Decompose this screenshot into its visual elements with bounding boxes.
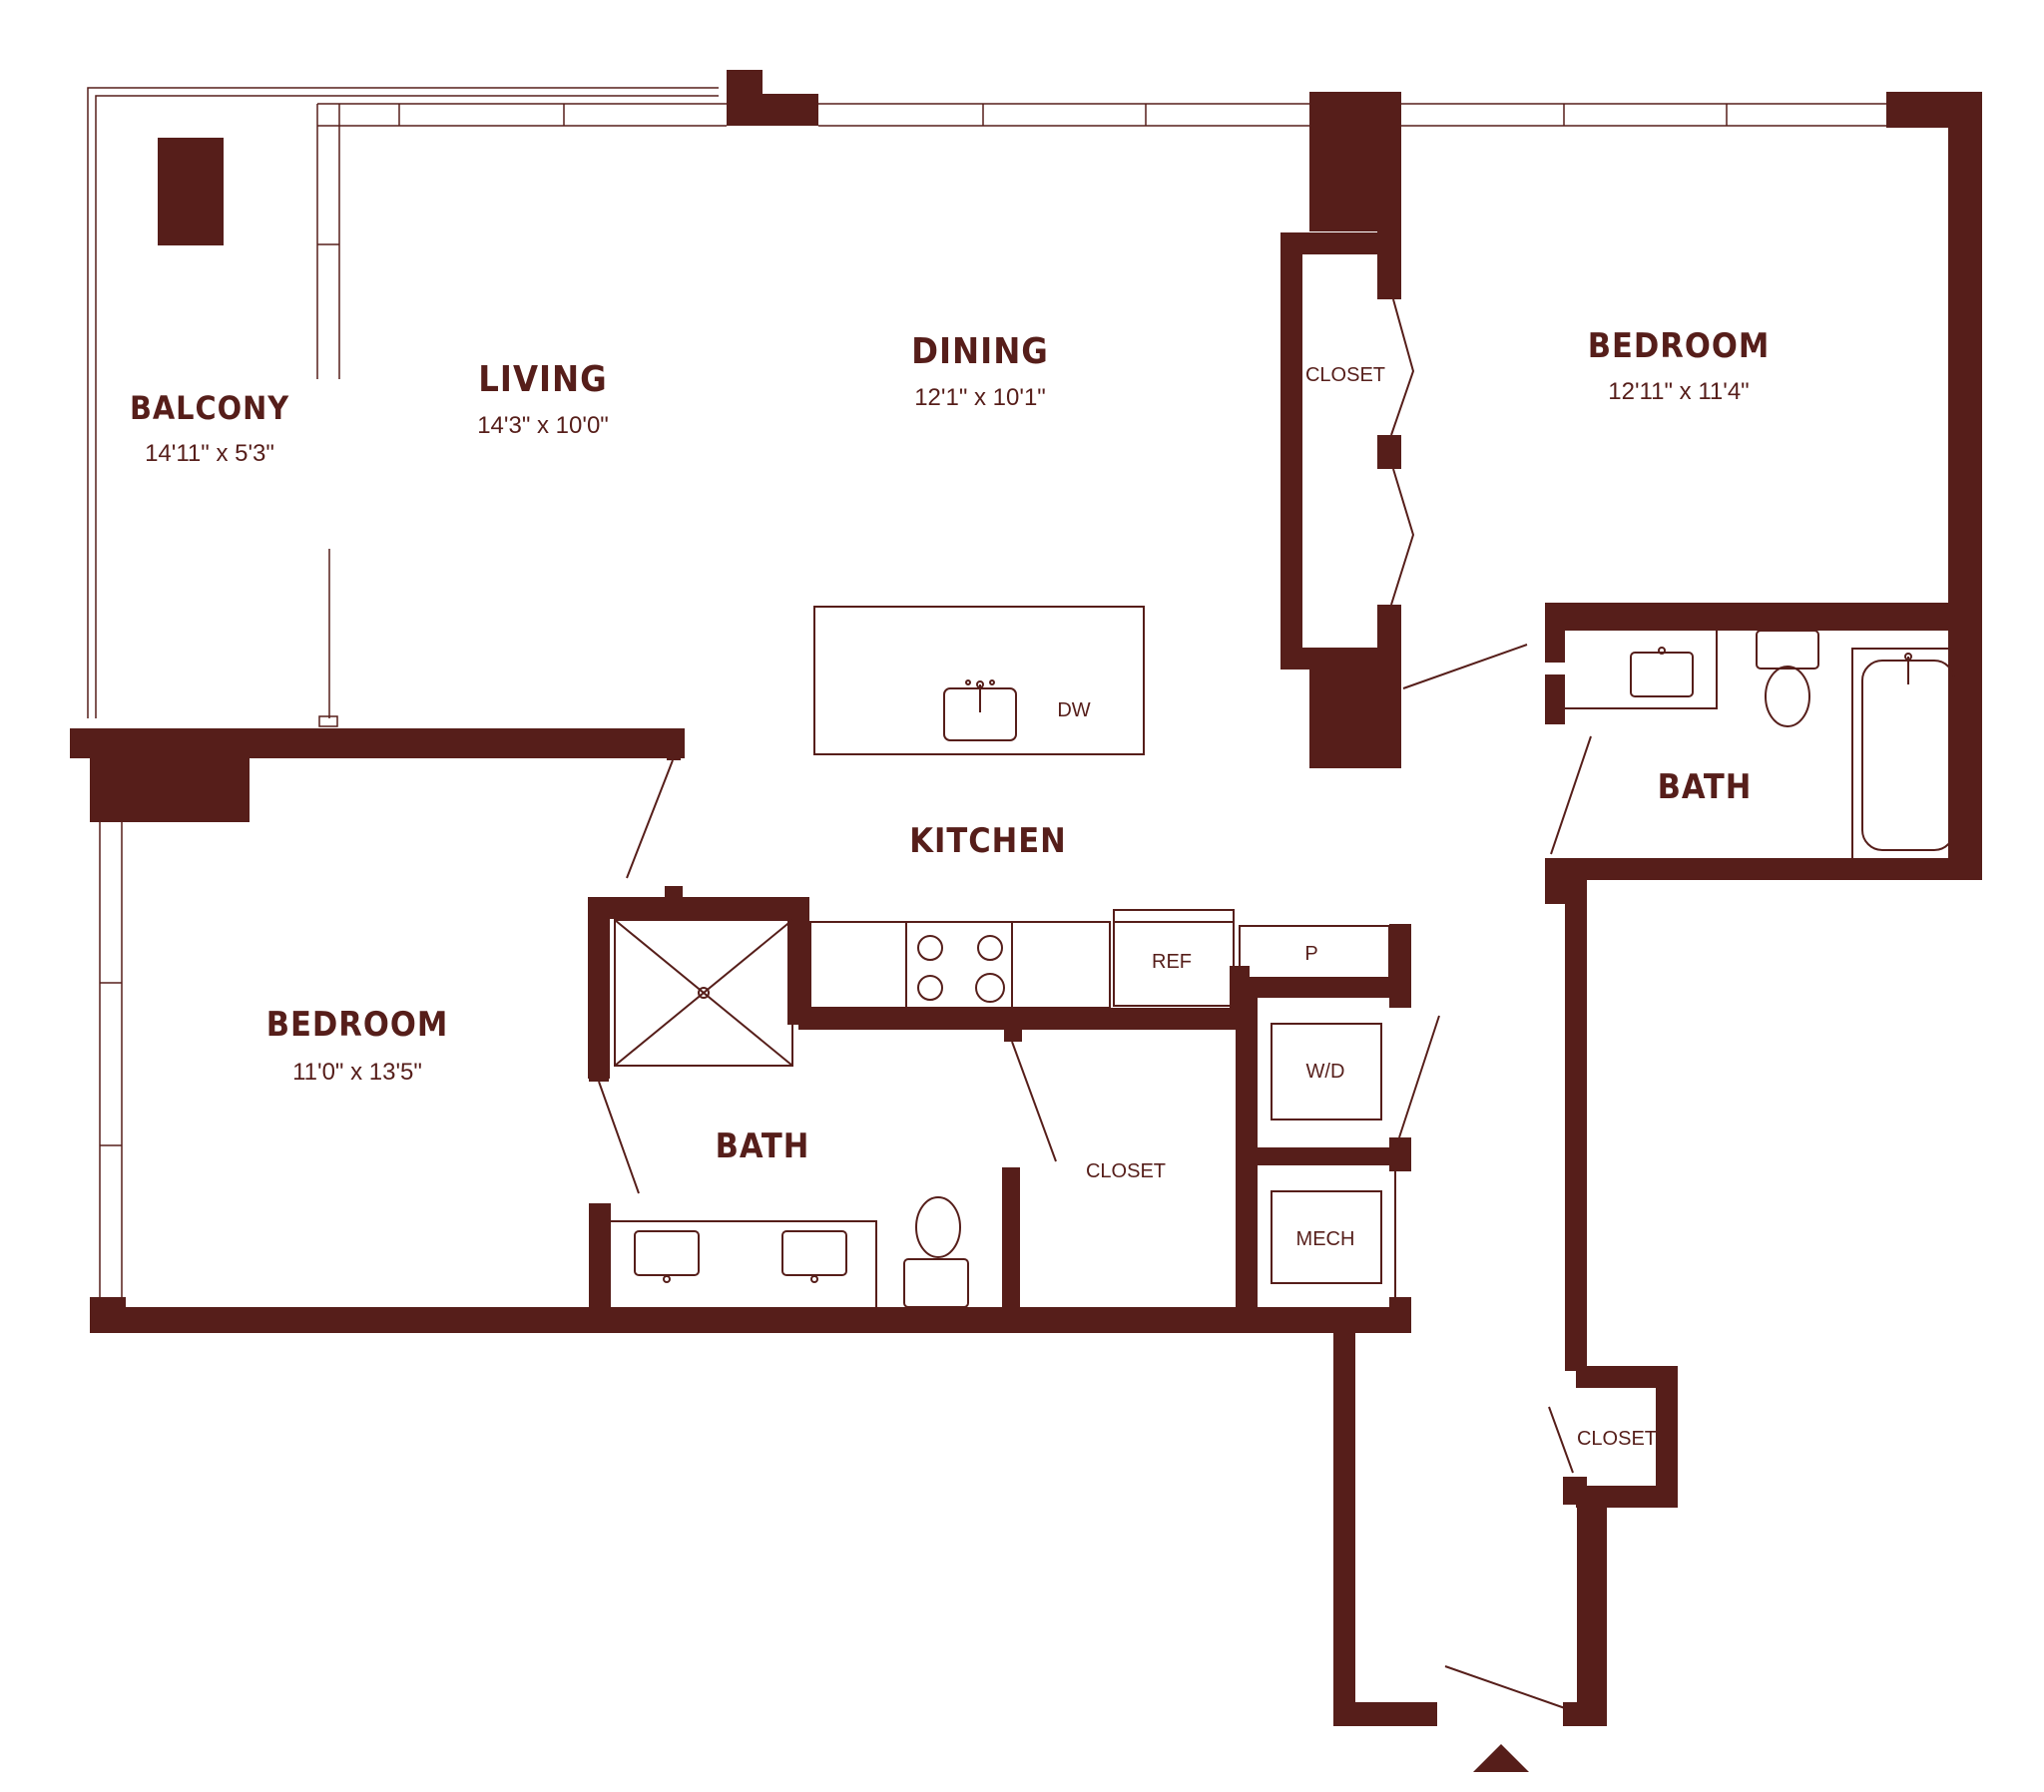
room-dims-balcony: 14'11" x 5'3" (145, 440, 274, 467)
room-name-kitchen: KITCHEN (909, 821, 1067, 861)
room-name-bath-main: BATH (1658, 767, 1753, 807)
room-name-dining: DINING (911, 331, 1049, 372)
label-ref: REF (1152, 951, 1192, 973)
label-dw: DW (1057, 699, 1090, 721)
label-wd: W/D (1306, 1061, 1345, 1083)
entry-arrow-icon (1473, 1744, 1529, 1772)
room-name-bedroom-main: BEDROOM (1588, 326, 1771, 366)
fixture-labels: CLOSET DW REF P W/D MECH CLOSET CLOSET (1057, 364, 1657, 1450)
room-name-bedroom-second: BEDROOM (266, 1005, 449, 1045)
room-name-living: LIVING (478, 359, 607, 400)
label-closet-entry: CLOSET (1577, 1428, 1657, 1450)
label-pantry: P (1304, 943, 1317, 965)
label-closet-top: CLOSET (1305, 364, 1385, 386)
room-dims-living: 14'3" x 10'0" (477, 412, 609, 439)
label-closet-mid: CLOSET (1086, 1160, 1166, 1182)
room-name-balcony: BALCONY (130, 389, 289, 427)
room-dims-bedroom-main: 12'11" x 11'4" (1608, 378, 1749, 405)
room-dims-bedroom-second: 11'0" x 13'5" (292, 1059, 422, 1086)
room-name-bath-second: BATH (716, 1126, 810, 1166)
window-lines (87, 87, 1886, 1307)
fixtures (598, 298, 1965, 1772)
label-mech: MECH (1296, 1228, 1355, 1250)
walls (70, 70, 1982, 1726)
room-labels: BALCONY 14'11" x 5'3" LIVING 14'3" x 10'… (130, 326, 1771, 1166)
room-dims-dining: 12'1" x 10'1" (914, 384, 1046, 411)
